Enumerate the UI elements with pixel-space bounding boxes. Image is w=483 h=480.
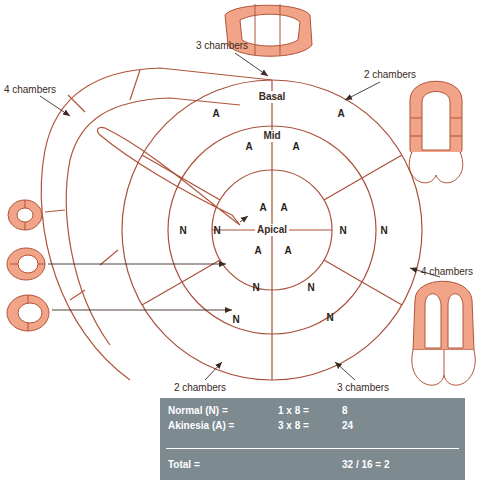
ring-label: Apical (255, 224, 289, 236)
ring-label: Basal (257, 91, 288, 103)
segment-score: N (252, 283, 259, 293)
view-label: 2 chambers (364, 70, 416, 80)
table-cell: Normal (N) = (168, 406, 228, 416)
view-label: 4 chambers (421, 267, 473, 277)
segment-score: A (337, 109, 344, 119)
two-chamber-icon (409, 81, 463, 183)
segment-score: N (213, 226, 220, 236)
segment-score: A (245, 142, 252, 152)
table-cell: Akinesia (A) = (168, 421, 234, 431)
table-cell: 32 / 16 = 2 (342, 460, 390, 470)
view-label: 3 chambers (337, 383, 389, 393)
table-cell: 24 (342, 421, 353, 431)
table-cell: 8 (342, 406, 348, 416)
table-cell: Total = (168, 460, 200, 470)
bullseye-plot (122, 80, 422, 380)
view-label: 3 chambers (196, 41, 248, 51)
short-axis-icons (7, 200, 49, 331)
segment-score: N (326, 313, 333, 323)
segment-score: A (284, 246, 291, 256)
view-label: 2 chambers (174, 383, 226, 393)
segment-score: A (292, 142, 299, 152)
segment-score: N (380, 226, 387, 236)
view-label: 4 chambers (4, 85, 56, 95)
segment-score: N (307, 283, 314, 293)
table-cell: 1 x 8 = (278, 406, 309, 416)
segment-score: A (259, 203, 266, 213)
segment-score: A (212, 109, 219, 119)
score-table: Normal (N) = 1 x 8 = 8Akinesia (A) = 3 x 8 … (160, 398, 465, 480)
table-rule (166, 448, 459, 449)
four-chamber-icon (412, 281, 475, 385)
leader-arrows (40, 53, 440, 380)
table-cell: 3 x 8 = (278, 421, 309, 431)
segment-score: N (232, 315, 239, 325)
segment-score: A (254, 246, 261, 256)
ring-label: Mid (261, 130, 282, 142)
segment-score: N (339, 226, 346, 236)
long-axis-heart (41, 68, 272, 380)
segment-score: N (179, 226, 186, 236)
segment-score: A (280, 203, 287, 213)
